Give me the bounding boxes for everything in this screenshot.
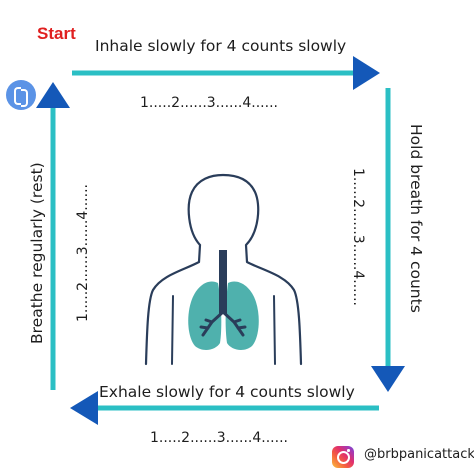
arrow-left-head: [36, 82, 70, 108]
right-arm-line: [273, 295, 276, 365]
arrow-top-head: [353, 56, 380, 90]
lung-left: [188, 281, 222, 350]
start-label: Start: [37, 24, 76, 43]
trachea: [219, 250, 227, 314]
rest-label: Breathe regularly (rest): [28, 162, 46, 344]
body-lungs-illustration: [144, 173, 303, 366]
torso-outline: [144, 173, 303, 366]
bronchi: [199, 310, 247, 337]
hold-count: 1.....2......3......4......: [350, 168, 366, 306]
instagram-icon[interactable]: [332, 446, 354, 468]
arrow-bottom-head: [70, 391, 98, 425]
loop-icon: [6, 80, 36, 110]
rest-count: 1.....2......3......4......: [75, 184, 91, 322]
lung-right: [225, 281, 259, 350]
left-arm-line: [171, 295, 174, 365]
inhale-label: Inhale slowly for 4 counts slowly: [95, 37, 347, 55]
exhale-label: Exhale slowly for 4 counts slowly: [99, 383, 355, 401]
exhale-count: 1.....2......3......4......: [150, 430, 288, 446]
arrow-right-head: [371, 366, 405, 392]
inhale-count: 1.....2......3......4......: [140, 95, 278, 111]
instagram-handle[interactable]: @brbpanicattack: [364, 447, 474, 462]
hold-label: Hold breath for 4 counts: [407, 124, 425, 313]
